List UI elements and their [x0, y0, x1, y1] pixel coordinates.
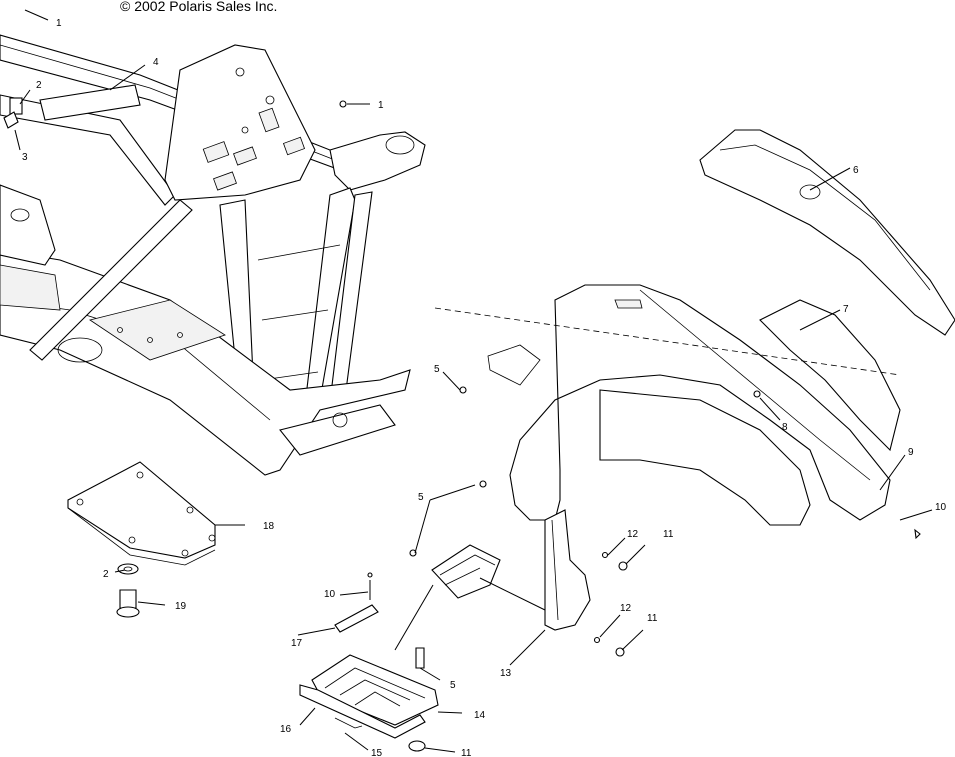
callout-6: 6 [853, 165, 859, 176]
alignment-line [434, 307, 901, 376]
callout-16: 16 [280, 724, 292, 735]
callout-5-bracket: 5 [418, 492, 424, 503]
callout-5-fender: 5 [434, 364, 440, 375]
callout-8: 8 [782, 422, 788, 433]
footrest-bracket [431, 544, 501, 599]
callout-11-bottom: 11 [461, 748, 472, 757]
callout-12-upper: 12 [627, 529, 639, 540]
mud-flap [544, 509, 591, 631]
callout-10-right: 10 [935, 502, 947, 513]
callout-3: 3 [22, 152, 28, 163]
callout-12-lower: 12 [620, 603, 632, 614]
copyright-notice: © 2002 Polaris Sales Inc. [120, 0, 278, 14]
callout-1-top: 1 [56, 18, 62, 29]
retainer-strip [334, 604, 379, 633]
washer [117, 563, 139, 575]
callout-11-upper: 11 [663, 529, 674, 540]
callout-4: 4 [153, 57, 159, 68]
callout-5-footrest: 5 [450, 680, 456, 691]
callout-13: 13 [500, 668, 512, 679]
footrest-trim [299, 684, 426, 739]
callout-14: 14 [474, 710, 486, 721]
skid-plate [67, 461, 216, 566]
callout-7: 7 [843, 304, 849, 315]
leader-lines [14, 9, 933, 753]
callout-15: 15 [371, 748, 383, 757]
callout-2-frame: 2 [36, 80, 42, 91]
screw-fasteners [339, 100, 921, 752]
callout-10-left: 10 [324, 589, 336, 600]
front-fender [487, 284, 901, 526]
callout-17: 17 [291, 638, 303, 649]
callout-19: 19 [175, 601, 187, 612]
callout-11-lower: 11 [647, 613, 658, 624]
skid-plate-bolt [116, 589, 140, 618]
tank-cover [699, 129, 955, 336]
callout-9: 9 [908, 447, 914, 458]
callout-2-washer: 2 [103, 569, 109, 580]
footrest-edge-strip [334, 717, 363, 729]
callout-labels: 1 2 3 4 1 6 7 5 8 9 10 5 12 11 18 2 19 1… [22, 18, 947, 757]
callout-1-head: 1 [378, 100, 384, 111]
callout-18: 18 [263, 521, 275, 532]
vehicle-frame [0, 34, 426, 476]
